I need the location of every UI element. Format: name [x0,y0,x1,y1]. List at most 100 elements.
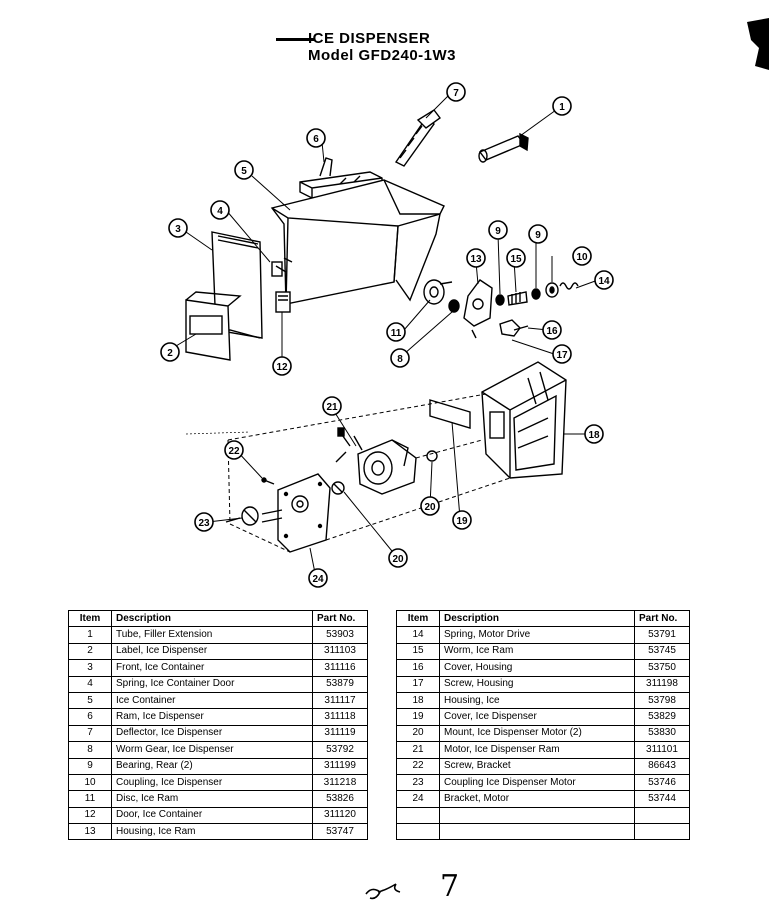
svg-text:23: 23 [198,518,210,529]
callout-13: 13 [466,248,486,268]
table-row [396,806,690,825]
item-number-cell [396,806,440,825]
part-number-cell: 53879 [312,675,368,693]
column-header-description: Description [111,609,313,628]
deflector-part [394,109,441,167]
column-header-part-no: Part No. [634,609,690,628]
svg-text:2: 2 [167,348,173,359]
callout-2: 2 [160,342,180,362]
svg-text:15: 15 [510,254,522,265]
description-cell: Door, Ice Container [111,806,313,825]
item-number-cell: 9 [68,757,112,775]
part-number-cell: 53903 [312,626,368,644]
item-number-cell: 5 [68,691,112,710]
column-header-item: Item [396,609,440,628]
housing-cover-part [499,319,529,337]
part-number-cell: 53746 [634,773,690,792]
svg-text:19: 19 [456,516,468,527]
description-cell: Motor, Ice Dispenser Ram [439,741,635,759]
part-number-cell: 311119 [312,724,368,743]
svg-text:1: 1 [559,102,565,113]
svg-text:22: 22 [228,446,240,457]
item-number-cell: 21 [396,741,440,759]
table-header-row: Item Description Part No. [68,609,368,628]
svg-text:9: 9 [495,226,501,237]
callout-24: 24 [308,568,328,588]
item-number-cell: 1 [68,626,112,644]
handwritten-page-number: 7 [365,869,459,904]
svg-text:4: 4 [217,206,223,217]
ice-housing-part [481,361,567,479]
item-number-cell: 8 [68,741,112,759]
svg-text:5: 5 [241,166,247,177]
callout-12: 12 [272,356,292,376]
svg-text:7: 7 [453,88,459,99]
column-header-description: Description [439,609,635,628]
part-number-cell: 311120 [312,806,368,825]
description-cell: Disc, Ice Ram [111,790,313,808]
callout-4: 4 [210,200,230,220]
filler-tube-part [478,132,529,163]
callout-1: 1 [552,96,572,116]
description-cell: Screw, Housing [439,675,635,693]
title-dash-mark [276,38,314,41]
part-number-cell: 311117 [312,691,368,710]
table-header-row: Item Description Part No. [396,609,690,628]
item-number-cell: 16 [396,659,440,677]
table-row [396,823,690,841]
page-number: 7 [440,869,459,904]
callout-5: 5 [234,160,254,180]
part-number-cell: 53798 [634,691,690,710]
svg-text:20: 20 [392,554,404,565]
description-cell: Screw, Bracket [439,757,635,775]
part-number-cell: 53747 [312,823,368,841]
disc-part [423,279,453,305]
item-number-cell: 4 [68,675,112,693]
description-cell: Spring, Motor Drive [439,626,635,644]
item-number-cell: 23 [396,773,440,792]
callout-10: 10 [572,246,592,266]
coupling-part [545,282,559,298]
column-header-part-no: Part No. [312,609,368,628]
title-line-2: Model GFD240-1W3 [308,47,457,64]
item-number-cell: 19 [396,708,440,726]
description-cell: Bearing, Rear (2) [111,757,313,775]
item-number-cell: 13 [68,823,112,841]
part-number-cell: 53792 [312,741,368,759]
callout-9b: 9 [528,224,548,244]
callout-21: 21 [322,396,342,416]
description-cell: Front, Ice Container [111,659,313,677]
callout-20b: 20 [388,548,408,568]
description-cell: Cover, Housing [439,659,635,677]
item-number-cell: 6 [68,708,112,726]
callout-3: 3 [168,218,188,238]
scan-edge-artifact [747,18,769,70]
svg-text:10: 10 [576,252,588,263]
part-number-cell: 53745 [634,642,690,661]
part-number-cell: 53744 [634,790,690,808]
part-number-cell [634,823,690,841]
description-cell: Spring, Ice Container Door [111,675,313,693]
item-number-cell: 20 [396,724,440,743]
svg-text:21: 21 [326,402,338,413]
svg-text:13: 13 [470,254,482,265]
callout-7: 7 [446,82,466,102]
callout-9a: 9 [488,220,508,240]
description-cell: Worm, Ice Ram [439,642,635,661]
worm-part [507,291,528,306]
